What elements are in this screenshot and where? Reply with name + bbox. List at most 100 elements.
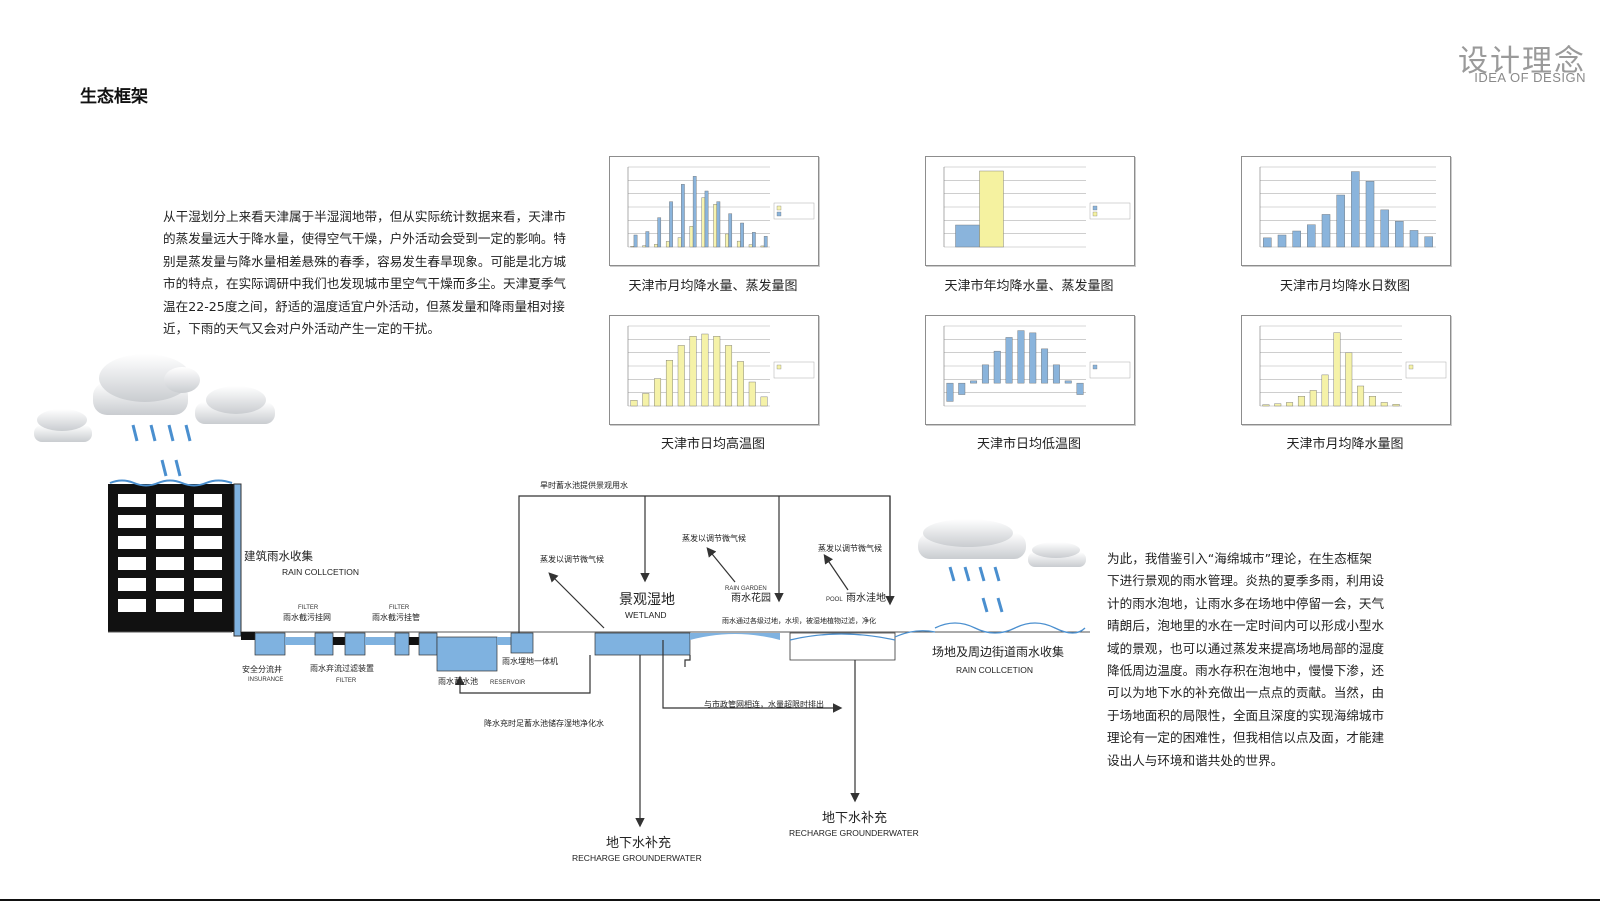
building-window (194, 494, 222, 507)
label-recharge-1: 地下水补充 (606, 835, 671, 851)
label-municipal: 与市政管网相连，水量超限时排出 (704, 699, 824, 709)
bar (1424, 236, 1433, 248)
bar (1076, 382, 1084, 395)
bar (740, 222, 744, 248)
label-insurance: 安全分流井 (242, 664, 282, 674)
bar (1277, 234, 1287, 248)
bar (689, 336, 697, 407)
building-window (194, 515, 222, 528)
bar (736, 361, 744, 407)
building-window (194, 536, 222, 549)
label-pool: 雨水洼地 (846, 591, 886, 604)
legend-swatch (1092, 211, 1098, 217)
label-buried-unit: 雨水埋地一体机 (502, 656, 558, 666)
building-window (118, 536, 146, 549)
bar (677, 345, 685, 407)
legend-swatch (776, 364, 782, 370)
building-window (118, 494, 146, 507)
label-evap-2: 蒸发以调节微气候 (682, 533, 746, 543)
bar (725, 345, 733, 407)
label-evap-1: 蒸发以调节微气候 (540, 554, 604, 564)
bar (1274, 403, 1282, 407)
label-recharge-2: 地下水补充 (822, 810, 887, 826)
legend-swatch (1408, 364, 1414, 370)
bar (1307, 224, 1316, 248)
bar (958, 382, 966, 395)
legend-box (773, 361, 815, 379)
building-window (156, 557, 184, 570)
label-recharge-1-en: RECHARGE GROUNDERWATER (572, 853, 702, 863)
bar (1368, 396, 1376, 407)
label-building-collection-en: RAIN COLLCETION (282, 567, 359, 577)
intro-paragraph: 从干湿划分上来看天津属于半湿润地带，但从实际统计数据来看，天津市 的蒸发量远大于… (163, 209, 566, 337)
bar (1333, 332, 1341, 407)
bar (979, 170, 1004, 248)
label-pool-en: POOL (826, 597, 843, 603)
building-window (118, 515, 146, 528)
bar (716, 201, 721, 248)
bar (1263, 237, 1272, 248)
bar (752, 232, 756, 248)
label-filter2: 雨水截污挂管 (372, 612, 420, 622)
bar (993, 350, 1001, 384)
label-filter-device: 雨水弃流过滤装置 (310, 663, 374, 673)
label-evap-3: 蒸发以调节微气候 (818, 543, 882, 553)
chart-rain-days (1241, 156, 1451, 266)
bar (1409, 230, 1419, 248)
bar (657, 217, 662, 248)
label-wetland-en: WETLAND (625, 610, 667, 620)
legend-box (1405, 361, 1447, 379)
bar (665, 360, 673, 407)
bar (1336, 194, 1345, 248)
section-title: 生态框架 (80, 87, 148, 107)
bar (1005, 337, 1013, 384)
label-building-collection: 建筑雨水收集 (244, 549, 313, 563)
building-window (156, 578, 184, 591)
cloud-icon (34, 354, 275, 442)
right-paragraph: 为此，我借鉴引入“海绵城市”理论，在生态框架 下进行景观的雨水管理。炎热的夏季多… (1107, 551, 1385, 768)
chart-caption: 天津市月均降水量、蒸发量图 (628, 279, 798, 294)
bar (654, 378, 662, 407)
chart-monthly-precip-evap (609, 156, 819, 266)
legend-swatch (776, 205, 782, 211)
label-insurance-en: INSURANCE (248, 677, 283, 683)
label-drought-supply: 旱时蓄水池提供景观用水 (540, 480, 628, 490)
bar (701, 333, 709, 407)
label-rain-garden-en: RAIN GARDEN (725, 586, 767, 592)
label-filter-device-en: FILTER (336, 678, 357, 684)
label-backflow: 降水充时足蓄水池储存湿地净化水 (484, 718, 604, 728)
pipeline (241, 632, 534, 672)
bottom-border (0, 899, 1600, 901)
chart-caption: 天津市日均低温图 (976, 437, 1081, 452)
building-window (118, 557, 146, 570)
bar (1041, 348, 1049, 384)
building-window (118, 599, 146, 612)
chart-monthly-precip (1241, 315, 1451, 425)
label-flow-note: 雨水通过各级过地，水坝，被湿地植物过滤，净化 (722, 616, 876, 625)
bar (1017, 330, 1025, 384)
label-wetland: 景观湿地 (619, 592, 675, 608)
label-filter1: 雨水截污挂网 (283, 612, 331, 622)
legend-swatch (1092, 205, 1098, 211)
bar (692, 176, 697, 248)
bar (1357, 385, 1365, 407)
chart-caption: 天津市月均降水量图 (1286, 437, 1404, 452)
bar (633, 234, 638, 248)
bar (1351, 171, 1360, 248)
chart-caption: 天津市月均降水日数图 (1279, 279, 1410, 294)
label-site-collection-en: RAIN COLLCETION (956, 665, 1033, 675)
building-window (156, 536, 184, 549)
building-window (194, 578, 222, 591)
chart-caption: 天津市年均降水量、蒸发量图 (944, 279, 1114, 294)
bar (1345, 352, 1353, 407)
label-reservoir-en: RESERVOIR (490, 680, 526, 686)
header-title-en: IDEA OF DESIGN (1474, 70, 1586, 85)
rain-icon (131, 424, 192, 477)
bar (1297, 396, 1305, 407)
legend-box (1089, 361, 1131, 379)
bar (1395, 221, 1404, 248)
bar (1029, 332, 1037, 384)
label-filter2-en: FILTER (389, 605, 410, 611)
building-window (194, 599, 222, 612)
